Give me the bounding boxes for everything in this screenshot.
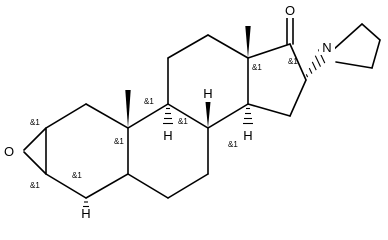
stereo-label-c16: &1 — [288, 57, 298, 66]
atom-h8: H — [203, 86, 212, 101]
carbonyl-bond — [286, 17, 294, 45]
molecule-structure: O N O H H H H &1 &1 &1 &1 &1 &1 &1 &1 &1 — [2, 3, 381, 218]
svg-text:N: N — [322, 40, 331, 55]
stereo-label-c10: &1 — [114, 137, 124, 146]
atom-oxygen-epoxide: O — [2, 144, 16, 159]
atom-h14: H — [243, 128, 252, 143]
atom-h9: H — [163, 128, 172, 143]
methyl-wedge-c13 — [245, 26, 251, 58]
atom-nitrogen: N — [319, 40, 335, 55]
hashed-h-c9 — [163, 107, 173, 125]
ring-c — [167, 34, 249, 129]
hashed-h-c5 — [83, 201, 89, 208]
ring-d — [247, 43, 307, 117]
atom-oxygen-carbonyl: O — [283, 3, 297, 18]
svg-text:O: O — [285, 3, 295, 18]
pyrrolidine-ring — [332, 23, 381, 69]
methyl-wedge-c10 — [125, 90, 131, 128]
structure-canvas: O N O H H H H &1 &1 &1 &1 &1 &1 &1 &1 &1 — [2, 3, 381, 218]
svg-text:H: H — [163, 128, 172, 143]
stereo-label-c14: &1 — [228, 140, 238, 149]
svg-text:H: H — [81, 206, 90, 218]
stereo-label-c2: &1 — [30, 118, 40, 127]
hashed-h-c14 — [243, 107, 253, 125]
stereo-label-c5: &1 — [72, 171, 82, 180]
ring-b — [127, 103, 209, 199]
atom-h5: H — [81, 206, 90, 218]
wedge-h-c8 — [205, 102, 211, 128]
ring-a — [45, 103, 129, 199]
stereo-label-c3: &1 — [30, 181, 40, 190]
stereo-label-c8: &1 — [178, 117, 188, 126]
stereo-label-c9: &1 — [144, 97, 154, 106]
svg-text:H: H — [243, 128, 252, 143]
svg-text:H: H — [203, 86, 212, 101]
svg-text:O: O — [4, 144, 14, 159]
epoxide-ring — [23, 127, 47, 175]
stereo-label-c13: &1 — [252, 63, 262, 72]
